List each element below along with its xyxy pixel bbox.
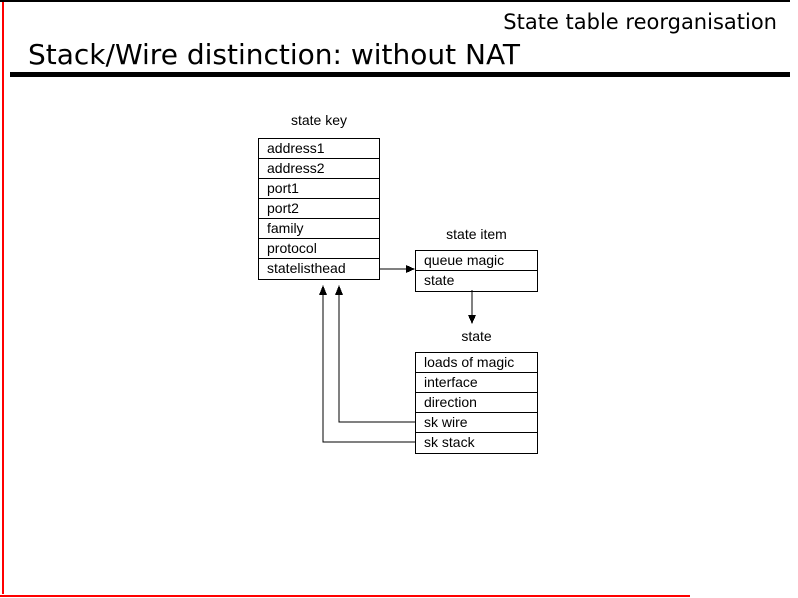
table-row: family	[259, 219, 379, 239]
table-row: sk stack	[424, 434, 475, 450]
table-row: queue magic	[416, 251, 537, 271]
arrow-sk-stack-to-statelisthead	[319, 285, 415, 443]
state-key-table-title: state key	[290, 112, 348, 128]
table-row: state	[424, 272, 455, 288]
title-underline-rule	[10, 72, 790, 77]
table-row: protocol	[259, 239, 379, 259]
arrow-sk-wire-to-statelisthead	[335, 285, 415, 423]
table-row: direction	[416, 393, 537, 413]
state-table-title: state	[461, 328, 492, 344]
table-row: statelisthead	[267, 260, 346, 276]
state-item-table-title: state item	[446, 226, 507, 242]
table-row: sk wire	[416, 413, 537, 433]
slide-corner-label: State table reorganisation	[503, 10, 777, 34]
left-red-border	[2, 2, 4, 594]
arrow-statelisthead-to-state-item	[380, 265, 415, 273]
table-row: address2	[259, 159, 379, 179]
bottom-red-border	[0, 595, 690, 597]
table-row: address1	[259, 139, 379, 159]
arrow-state-item-to-state	[468, 290, 476, 324]
table-row: port1	[259, 179, 379, 199]
table-row: loads of magic	[416, 353, 537, 373]
page-title: Stack/Wire distinction: without NAT	[28, 38, 521, 71]
table-row: interface	[416, 373, 537, 393]
top-border-line	[0, 0, 790, 2]
table-row: port2	[259, 199, 379, 219]
